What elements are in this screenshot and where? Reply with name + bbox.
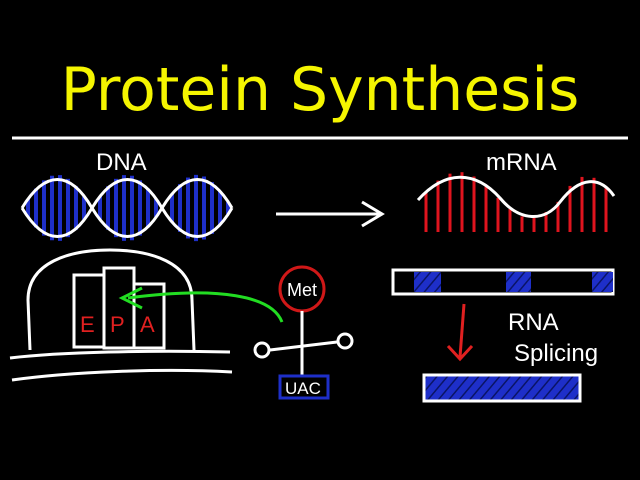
mrna-strand	[416, 172, 616, 232]
ribosome-large-subunit	[26, 248, 196, 351]
site-p-label: P	[110, 312, 125, 337]
site-a-slot	[132, 282, 166, 350]
amino-acid-label: Met	[287, 280, 317, 300]
trna-loop-left	[253, 341, 271, 359]
pre-mrna	[391, 268, 615, 296]
mrna-backbone	[416, 175, 616, 218]
ribosome: E P A	[9, 248, 233, 382]
splicing-label: Splicing	[514, 340, 598, 367]
trna-loop-right	[336, 332, 354, 350]
mrna-track	[11, 368, 233, 382]
exon-1	[414, 272, 441, 292]
dna-strand-1	[20, 178, 234, 238]
dna-label: DNA	[96, 149, 147, 176]
ribosome-outer-line	[9, 349, 231, 360]
dna-strand-2	[20, 178, 234, 238]
down-arrow-icon	[446, 303, 474, 362]
mrna-bases	[424, 172, 608, 232]
exon-2	[506, 272, 531, 292]
site-a-label: A	[140, 312, 155, 337]
site-e-label: E	[80, 312, 95, 337]
page-title: Protein Synthesis	[60, 55, 580, 125]
exon-3	[592, 272, 613, 292]
mature-mrna	[422, 373, 582, 403]
mrna-label: mRNA	[486, 149, 557, 176]
anticodon-label: UAC	[285, 379, 321, 398]
anticodon-box	[278, 374, 330, 400]
trna: Met UAC	[253, 265, 354, 400]
dna-base-pairs	[26, 174, 230, 242]
rna-label: RNA	[508, 309, 559, 336]
green-curved-arrow-icon	[118, 286, 284, 323]
right-arrow-icon	[276, 200, 385, 228]
dna-helix	[20, 174, 234, 242]
